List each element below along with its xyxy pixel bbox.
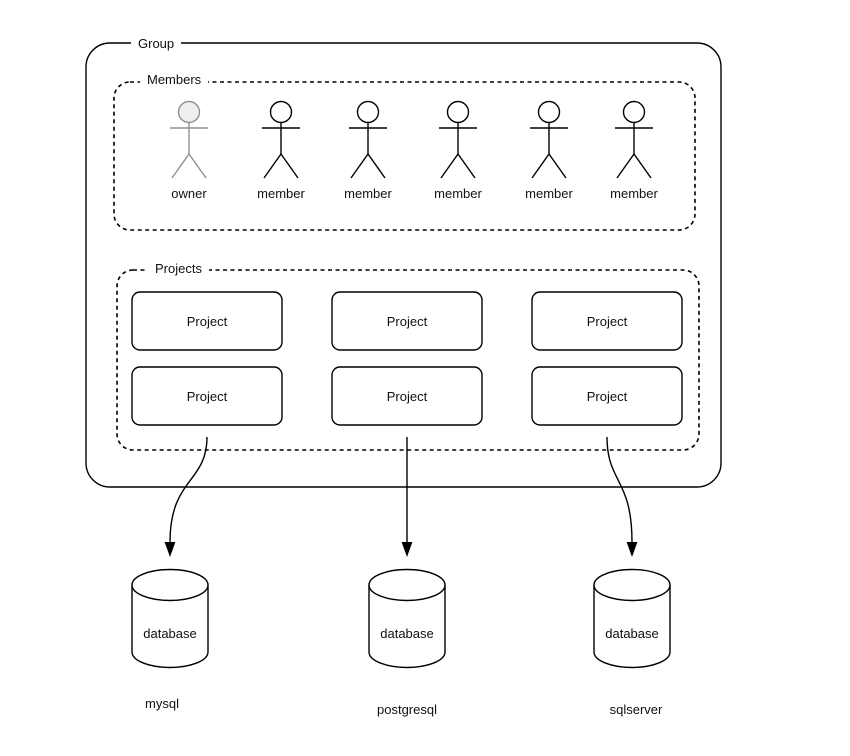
- person-legs: [171, 153, 207, 179]
- person-head: [269, 100, 293, 124]
- person-label-member-2: member: [344, 186, 392, 201]
- project-box-1: [131, 291, 283, 351]
- arrow-to-postgresql-head: [401, 542, 413, 557]
- person-legs: [263, 153, 299, 179]
- person-figure-member-2: [349, 100, 387, 179]
- arrow-to-sqlserver-head: [626, 542, 638, 557]
- person-figure-member-4: [530, 100, 568, 179]
- database-cylinder-mysql: [131, 568, 209, 669]
- cylinder-top: [131, 568, 209, 602]
- arrow-to-sqlserver-line: [606, 436, 633, 543]
- database-label-sqlserver: database: [605, 626, 659, 641]
- projects-label: Projects: [148, 261, 209, 276]
- person-legs: [531, 153, 567, 179]
- database-engine-mysql: mysql: [145, 696, 179, 711]
- project-box-3: [531, 291, 683, 351]
- person-head: [537, 100, 561, 124]
- cylinder-top: [368, 568, 446, 602]
- cylinder-body: [368, 585, 446, 669]
- project-label-2: Project: [386, 313, 428, 329]
- database-cylinder-postgresql: [368, 568, 446, 669]
- project-label-1: Project: [186, 313, 228, 329]
- person-legs: [616, 153, 652, 179]
- person-legs: [440, 153, 476, 179]
- person-head: [356, 100, 380, 124]
- members-container-box: [113, 81, 696, 231]
- person-label-owner: owner: [171, 186, 207, 201]
- database-engine-sqlserver: sqlserver: [609, 702, 663, 717]
- database-label-postgresql: database: [380, 626, 434, 641]
- project-box-2: [331, 291, 483, 351]
- group-container-box: [85, 42, 722, 488]
- database-label-mysql: database: [143, 626, 197, 641]
- person-figure-member-5: [615, 100, 653, 179]
- project-box-5: [331, 366, 483, 426]
- person-figure-member-3: [439, 100, 477, 179]
- cylinder-body: [593, 585, 671, 669]
- members-label: Members: [140, 72, 209, 87]
- group-label: Group: [131, 36, 182, 51]
- arrow-to-mysql-line: [169, 436, 208, 543]
- projects-container-box: [116, 269, 700, 451]
- project-label-5: Project: [386, 388, 428, 404]
- cylinder-body: [131, 585, 209, 669]
- person-head: [446, 100, 470, 124]
- arrow-to-mysql-head: [164, 542, 176, 557]
- project-box-4: [131, 366, 283, 426]
- person-label-member-4: member: [525, 186, 573, 201]
- person-legs: [350, 153, 386, 179]
- person-label-member-3: member: [434, 186, 482, 201]
- project-box-6: [531, 366, 683, 426]
- person-head: [177, 100, 201, 124]
- cylinder-top: [593, 568, 671, 602]
- project-label-4: Project: [186, 388, 228, 404]
- person-head: [622, 100, 646, 124]
- person-label-member-5: member: [610, 186, 658, 201]
- project-label-3: Project: [586, 313, 628, 329]
- database-engine-postgresql: postgresql: [377, 702, 437, 717]
- person-label-member-1: member: [257, 186, 305, 201]
- project-label-6: Project: [586, 388, 628, 404]
- database-cylinder-sqlserver: [593, 568, 671, 669]
- person-figure-owner: [170, 100, 208, 179]
- person-figure-member-1: [262, 100, 300, 179]
